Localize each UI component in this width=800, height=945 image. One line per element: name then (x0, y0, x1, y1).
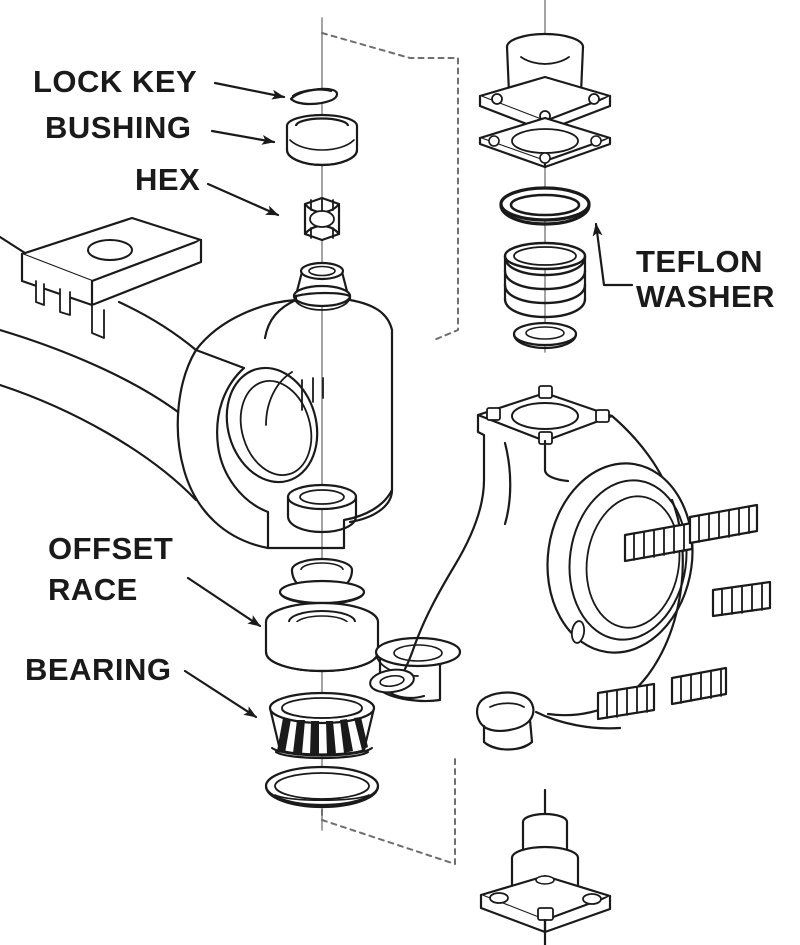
part-gasket (478, 116, 612, 169)
part-yoke-body (176, 291, 394, 550)
part-teflon-washer (499, 186, 591, 226)
upper-guide-path (321, 32, 459, 341)
leader-offset-race (186, 576, 262, 628)
part-axle-beam (0, 300, 198, 502)
leader-teflon-washer (592, 222, 634, 287)
wheel-stud (596, 682, 656, 721)
leader-bearing (183, 669, 258, 719)
part-seal-ring (264, 765, 380, 809)
leader-bushing (210, 129, 276, 145)
part-offset-race (264, 601, 380, 673)
part-hex (303, 196, 341, 242)
part-bottom-cap (479, 788, 612, 945)
part-conical-seat (278, 557, 366, 605)
label-race: RACE (48, 572, 138, 607)
part-top-cap (478, 32, 612, 133)
label-hex: HEX (135, 162, 200, 197)
wheel-stud (688, 503, 759, 545)
label-teflon: TEFLON (636, 244, 763, 279)
leader-line-group (183, 81, 634, 719)
part-bearing (268, 691, 376, 760)
label-group: LOCK KEY BUSHING HEX TEFLON WASHER OFFSE… (25, 64, 775, 687)
label-bushing: BUSHING (45, 110, 191, 145)
part-top-pad (0, 216, 203, 339)
part-bushing (285, 113, 359, 167)
label-washer: WASHER (636, 279, 775, 314)
label-bearing: BEARING (25, 652, 171, 687)
part-wheel-studs (596, 503, 772, 721)
label-lock-key: LOCK KEY (33, 64, 197, 99)
label-offset: OFFSET (48, 531, 173, 566)
part-steering-knuckle (369, 385, 694, 751)
part-spring-cap (292, 261, 352, 311)
part-coil-spring (503, 241, 587, 319)
leader-lock-key (213, 81, 286, 100)
wheel-stud (623, 521, 694, 563)
leader-hex (206, 182, 280, 217)
part-lower-washer (512, 321, 578, 350)
wheel-stud (670, 666, 728, 706)
part-lock-key (289, 87, 339, 106)
wheel-stud (711, 580, 772, 618)
